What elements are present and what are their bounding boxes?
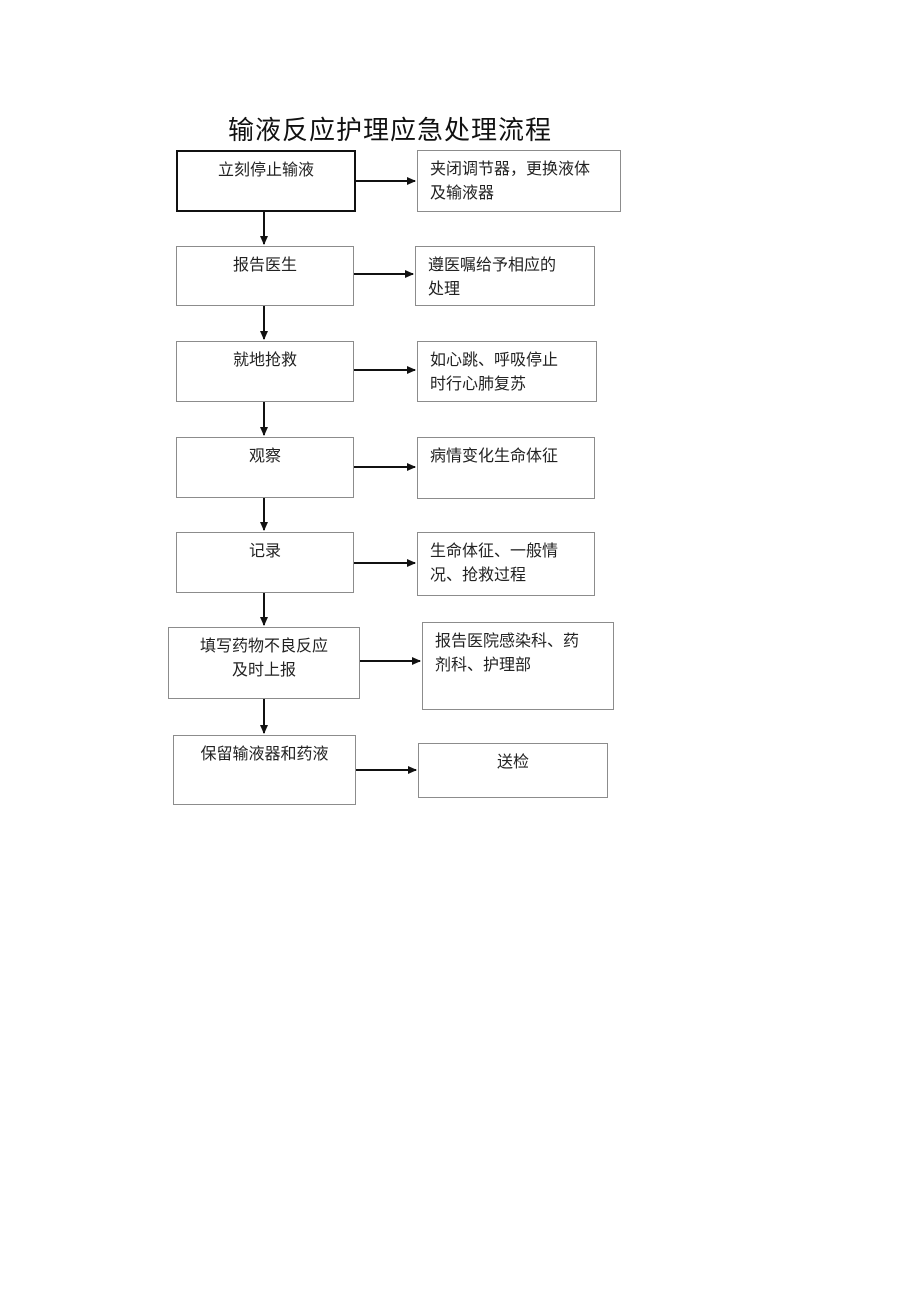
action-label-2: 处理 (428, 279, 461, 298)
step-label: 观察 (248, 446, 281, 465)
step-report-doctor: 报告医生 (176, 246, 354, 306)
step-label-2: 及时上报 (231, 660, 296, 679)
step-observe: 观察 (176, 437, 354, 498)
step-rescue-on-site: 就地抢救 (176, 341, 354, 402)
action-label-2: 及输液器 (430, 183, 495, 202)
step-stop-infusion: 立刻停止输液 (176, 150, 356, 212)
action-label-2: 剂科、护理部 (435, 655, 532, 674)
step-label: 填写药物不良反应 (199, 636, 328, 655)
action-label: 报告医院感染科、药 (435, 631, 580, 650)
action-send-for-testing: 送检 (418, 743, 608, 798)
action-cpr: 如心跳、呼吸停止 时行心肺复苏 (417, 341, 597, 402)
action-report-departments: 报告医院感染科、药 剂科、护理部 (422, 622, 614, 710)
step-adverse-reaction-report: 填写药物不良反应 及时上报 (168, 627, 360, 699)
action-clamp-replace: 夹闭调节器，更换液体 及输液器 (417, 150, 621, 212)
action-label: 送检 (496, 752, 529, 771)
action-label: 病情变化生命体征 (430, 446, 559, 465)
action-vital-signs: 病情变化生命体征 (417, 437, 595, 499)
step-label: 记录 (248, 541, 281, 560)
action-label-2: 时行心肺复苏 (430, 374, 527, 393)
step-label: 就地抢救 (232, 350, 297, 369)
step-keep-infusion-set: 保留输液器和药液 (173, 735, 356, 805)
step-record: 记录 (176, 532, 354, 593)
step-label: 立刻停止输液 (217, 160, 314, 179)
page-title: 输液反应护理应急处理流程 (228, 116, 553, 146)
step-label: 报告医生 (232, 255, 297, 274)
action-follow-orders: 遵医嘱给予相应的 处理 (415, 246, 595, 306)
action-record-details: 生命体征、一般情 况、抢救过程 (417, 532, 595, 596)
action-label: 遵医嘱给予相应的 (428, 255, 557, 274)
action-label: 生命体征、一般情 (430, 541, 559, 560)
action-label-2: 况、抢救过程 (430, 565, 527, 584)
step-label: 保留输液器和药液 (200, 744, 329, 763)
action-label: 如心跳、呼吸停止 (430, 350, 559, 369)
action-label: 夹闭调节器，更换液体 (430, 159, 591, 178)
